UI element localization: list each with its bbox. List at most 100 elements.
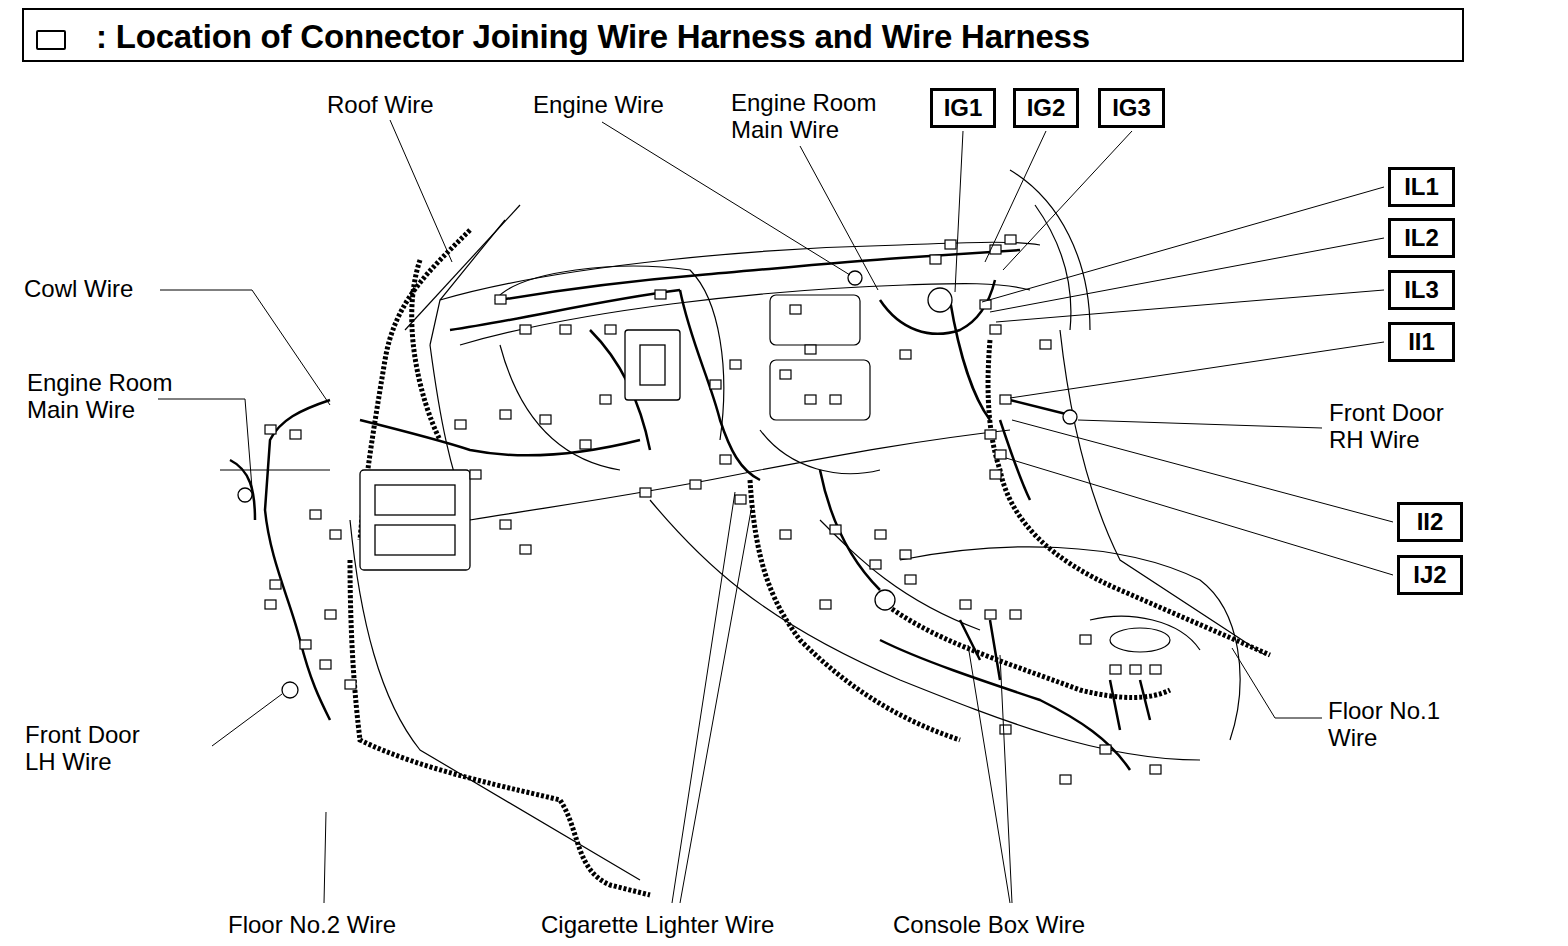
connector-plug [600,395,611,404]
connector-plug [990,470,1001,479]
connector-plug [655,290,666,299]
connector-plug [930,255,941,264]
connector-code: IL1 [1404,173,1439,201]
connector-code-box: II2 [1397,502,1463,542]
connector-plug [1060,775,1071,784]
connector-plug [605,325,616,334]
connector-code-box: IG1 [930,88,996,128]
body-outline [220,170,1265,880]
connector-plug [780,370,791,379]
connector-plug [495,295,506,304]
connector-plug [500,520,511,529]
connector-plug [300,640,311,649]
connector-plug [265,425,276,434]
connector-code: IG2 [1027,94,1066,122]
connector-code: IL2 [1404,224,1439,252]
connector-plug [1000,725,1011,734]
connector-code: IG3 [1112,94,1151,122]
connector-plug [1130,665,1141,674]
connector-plug [560,325,571,334]
connector-plug [455,420,466,429]
connector-plug [690,480,701,489]
connector-code-box: IG3 [1098,88,1165,128]
connector-plug [805,345,816,354]
connector-code: IJ2 [1413,561,1446,589]
connector-plug [325,610,336,619]
connector-plug [735,495,746,504]
connector-code: II1 [1408,328,1435,356]
connector-plug [1150,665,1161,674]
connector-code-box: IG2 [1013,88,1079,128]
leader-lines [158,120,1393,903]
connector-plug [1005,235,1016,244]
connector-plug [990,325,1001,334]
connector-plug [1110,665,1121,674]
connector-plug [500,410,511,419]
connector-plug [960,600,971,609]
wire-label: Roof Wire [327,91,434,118]
connector-plug [330,530,341,539]
title-frame: : Location of Connector Joining Wire Har… [22,8,1464,62]
wire-label: Front Door RH Wire [1329,399,1469,453]
connector-plug [730,360,741,369]
wire-bundles [230,250,1150,770]
connector-plug [805,395,816,404]
connector-plug [520,545,531,554]
taped-harness [350,230,1270,895]
connector-plug [320,660,331,669]
connector-blocks [238,271,1077,698]
connector-code: IL3 [1404,276,1439,304]
wire-label: Cigarette Lighter Wire [541,911,774,938]
wire-label: Console Box Wire [893,911,1085,938]
connector-plug [820,600,831,609]
connector-code-box: IL1 [1388,167,1455,207]
wire-label: Engine Room Main Wire [27,369,202,423]
connector-plug [1040,340,1051,349]
connector-plug [900,550,911,559]
connector-plug [900,350,911,359]
connector-plug [580,440,591,449]
connector-plug [270,580,281,589]
connector-plug [905,575,916,584]
wire-label: Front Door LH Wire [25,721,165,775]
connector-plug [870,560,881,569]
junction-box-symbol [36,30,66,50]
connector-plug [290,430,301,439]
wire-label: Floor No.2 Wire [228,911,396,938]
connector-plug [1150,765,1161,774]
connector-code-box: II1 [1388,322,1455,362]
connector-plug [640,488,651,497]
connector-plugs [265,235,1161,784]
connector-plug [1010,610,1021,619]
wire-label: Engine Wire [533,91,664,118]
connector-plug [470,470,481,479]
connector-plug [945,240,956,249]
connector-plug [990,245,1001,254]
wire-label: Floor No.1 Wire [1328,697,1468,751]
connector-plug [780,530,791,539]
connector-plug [875,530,886,539]
connector-plug [710,380,721,389]
connector-plug [830,525,841,534]
wire-label: Engine Room Main Wire [731,89,911,143]
connector-plug [995,450,1006,459]
connector-plug [790,305,801,314]
diagram-title: : Location of Connector Joining Wire Har… [96,18,1090,56]
connector-plug [540,415,551,424]
connector-plug [1080,635,1091,644]
connector-plug [1100,745,1111,754]
connector-plug [265,600,276,609]
wire-label: Cowl Wire [24,275,133,302]
connector-code-box: IJ2 [1397,555,1463,595]
connector-plug [345,680,356,689]
connector-code-box: IL2 [1388,218,1455,258]
connector-code: IG1 [944,94,983,122]
connector-plug [310,510,321,519]
connector-plug [720,455,731,464]
connector-plug [985,610,996,619]
connector-plug [520,325,531,334]
connector-code-box: IL3 [1388,270,1455,310]
connector-plug [830,395,841,404]
connector-plug [1000,395,1011,404]
connector-plug [985,430,996,439]
